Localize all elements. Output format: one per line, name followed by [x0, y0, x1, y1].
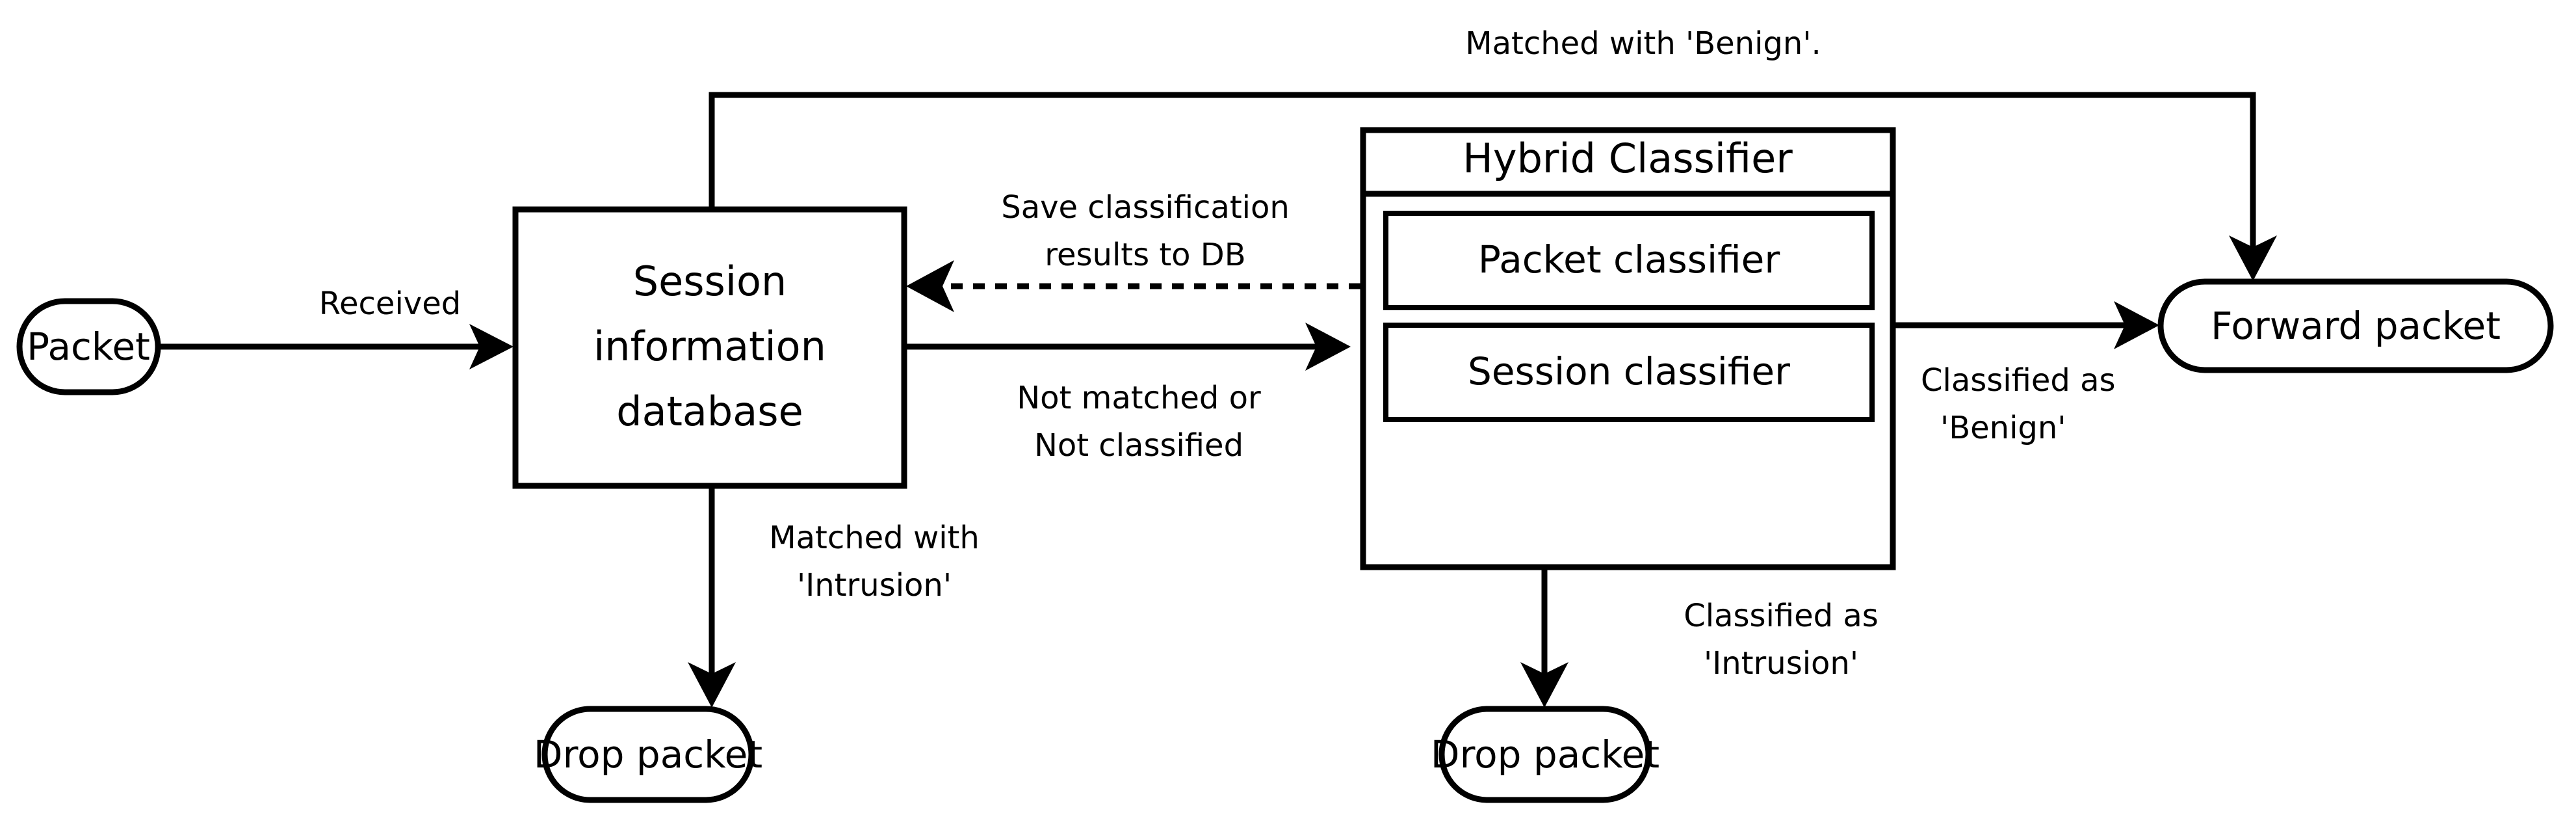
node-drop-packet-left-shape — [541, 706, 755, 803]
node-packet-classifier-shape — [1383, 211, 1875, 310]
edge-label-not-matched-line2: Not classified — [1034, 427, 1243, 464]
node-drop-packet-center-shape — [1438, 706, 1652, 803]
edge-classifier-to-drop-center — [1520, 567, 1568, 708]
edge-label-matched-intrusion-line1: Matched with — [769, 520, 980, 556]
node-drop-packet-center[interactable]: Drop packet — [1431, 706, 1659, 803]
edge-label-save-classification-line2: results to DB — [1045, 237, 1245, 273]
edge-label-classifier-to-forward: Classified as 'Benign' — [1921, 362, 2116, 446]
edge-label-matched-benign: Matched with 'Benign'. — [1465, 25, 1821, 62]
edge-label-db-to-forward: Matched with 'Benign'. — [1465, 25, 1821, 62]
node-session-db-shape — [512, 206, 907, 489]
node-drop-packet-center-label: Drop packet — [1431, 732, 1659, 777]
node-session-classifier[interactable]: Session classifier — [1383, 323, 1875, 422]
node-session-db-label-line2: information — [593, 323, 826, 370]
node-packet-classifier-label: Packet classifier — [1478, 237, 1780, 282]
edge-label-classified-benign-line2: 'Benign' — [1940, 410, 2066, 446]
edge-db-to-forward — [709, 92, 2277, 281]
edge-label-classified-intrusion-line2: 'Intrusion' — [1704, 645, 1858, 682]
edge-label-db-to-drop-left: Matched with 'Intrusion' — [769, 520, 980, 604]
edge-label-classified-benign-line1: Classified as — [1921, 362, 2116, 399]
node-packet-shape — [16, 298, 161, 395]
edge-db-to-classifier — [905, 323, 1351, 371]
node-session-classifier-label: Session classifier — [1468, 349, 1790, 393]
node-hybrid-classifier-title: Hybrid Classifier — [1463, 135, 1793, 182]
node-session-db-label-line1: Session — [633, 258, 787, 305]
arrow-head-down-icon — [1520, 662, 1568, 708]
node-forward-packet[interactable]: Forward packet — [2157, 278, 2554, 373]
arrow-head-down-icon — [2229, 235, 2277, 281]
edge-packet-to-db — [158, 324, 514, 369]
arrow-head-left-icon — [906, 260, 954, 312]
edge-label-packet-to-db: Received — [319, 286, 461, 322]
edge-classifier-to-db — [906, 260, 1360, 312]
node-session-db[interactable]: Session information database — [512, 206, 907, 489]
edge-label-save-classification-line1: Save classification — [1001, 189, 1290, 226]
edge-label-classified-intrusion-line1: Classified as — [1684, 598, 1879, 634]
arrow-head-down-icon — [688, 662, 736, 708]
edge-classifier-to-forward — [1893, 301, 2159, 349]
node-drop-packet-left[interactable]: Drop packet — [534, 706, 762, 803]
node-session-db-label-line3: database — [616, 388, 803, 435]
arrow-head-right-icon — [1305, 323, 1351, 371]
edge-polyline — [709, 92, 2256, 254]
node-hybrid-classifier-shape — [1360, 127, 1896, 570]
node-packet-label: Packet — [27, 325, 150, 369]
arrow-head-right-icon — [469, 324, 514, 369]
node-packet[interactable]: Packet — [16, 298, 161, 395]
edge-label-db-to-classifier: Not matched or Not classified — [1017, 380, 1261, 464]
node-session-classifier-shape — [1383, 323, 1875, 422]
edge-label-classifier-to-drop-center: Classified as 'Intrusion' — [1684, 598, 1879, 682]
edge-db-to-drop-left — [688, 486, 736, 708]
node-forward-packet-shape — [2157, 278, 2554, 373]
arrow-head-right-icon — [2114, 301, 2159, 349]
edge-label-matched-intrusion-line2: 'Intrusion' — [797, 567, 952, 604]
edge-label-classifier-to-db: Save classification results to DB — [1001, 189, 1290, 273]
node-forward-packet-label: Forward packet — [2211, 304, 2501, 348]
node-drop-packet-left-label: Drop packet — [534, 732, 762, 777]
edge-label-not-matched-line1: Not matched or — [1017, 380, 1261, 416]
node-hybrid-classifier[interactable]: Hybrid Classifier Packet classifier Sess… — [1360, 127, 1896, 570]
edge-label-received: Received — [319, 286, 461, 322]
node-packet-classifier[interactable]: Packet classifier — [1383, 211, 1875, 310]
